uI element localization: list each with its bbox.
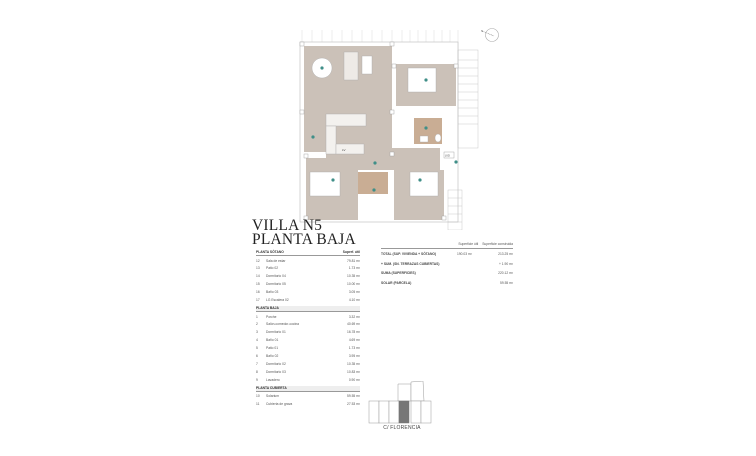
svg-text:LV: LV	[342, 148, 345, 152]
section-header: PLANTA SÓTANO Superf. útil	[256, 250, 360, 256]
section-header: PLANTA CUBIERTA	[256, 385, 360, 392]
totals-row: SOLAR (PARCELA)59.55 m²	[381, 280, 513, 285]
street-label: C/ FLORENCIA	[383, 425, 421, 431]
north-compass-icon: N	[478, 26, 502, 49]
svg-text:N: N	[481, 29, 483, 33]
room-bano-02	[358, 172, 388, 194]
svg-text:LVD: LVD	[445, 154, 450, 158]
location-key-plan	[367, 380, 437, 441]
title-line-1: VILLA N5	[252, 217, 323, 234]
room-markers	[311, 66, 458, 192]
totals-header: Superficie útil Superficie construida	[381, 242, 513, 249]
totals-row: + SUM. (SN. TERRAZAS CUBIERTAS)+ 1.90 m²	[381, 261, 513, 266]
totals-table: Superficie útil Superficie construida TO…	[381, 242, 513, 290]
villa-n5-highlight	[398, 400, 410, 424]
plan-title: VILLA N5 PLANTA BAJA	[252, 217, 356, 248]
title-line-2: PLANTA BAJA	[252, 231, 356, 248]
totals-row: SUMA (SUPERFICIES)220.12 m²	[381, 271, 513, 275]
section-header: PLANTA BAJA	[256, 305, 360, 312]
room-porche	[304, 114, 326, 152]
floor-plan: LV LVD	[290, 30, 535, 231]
